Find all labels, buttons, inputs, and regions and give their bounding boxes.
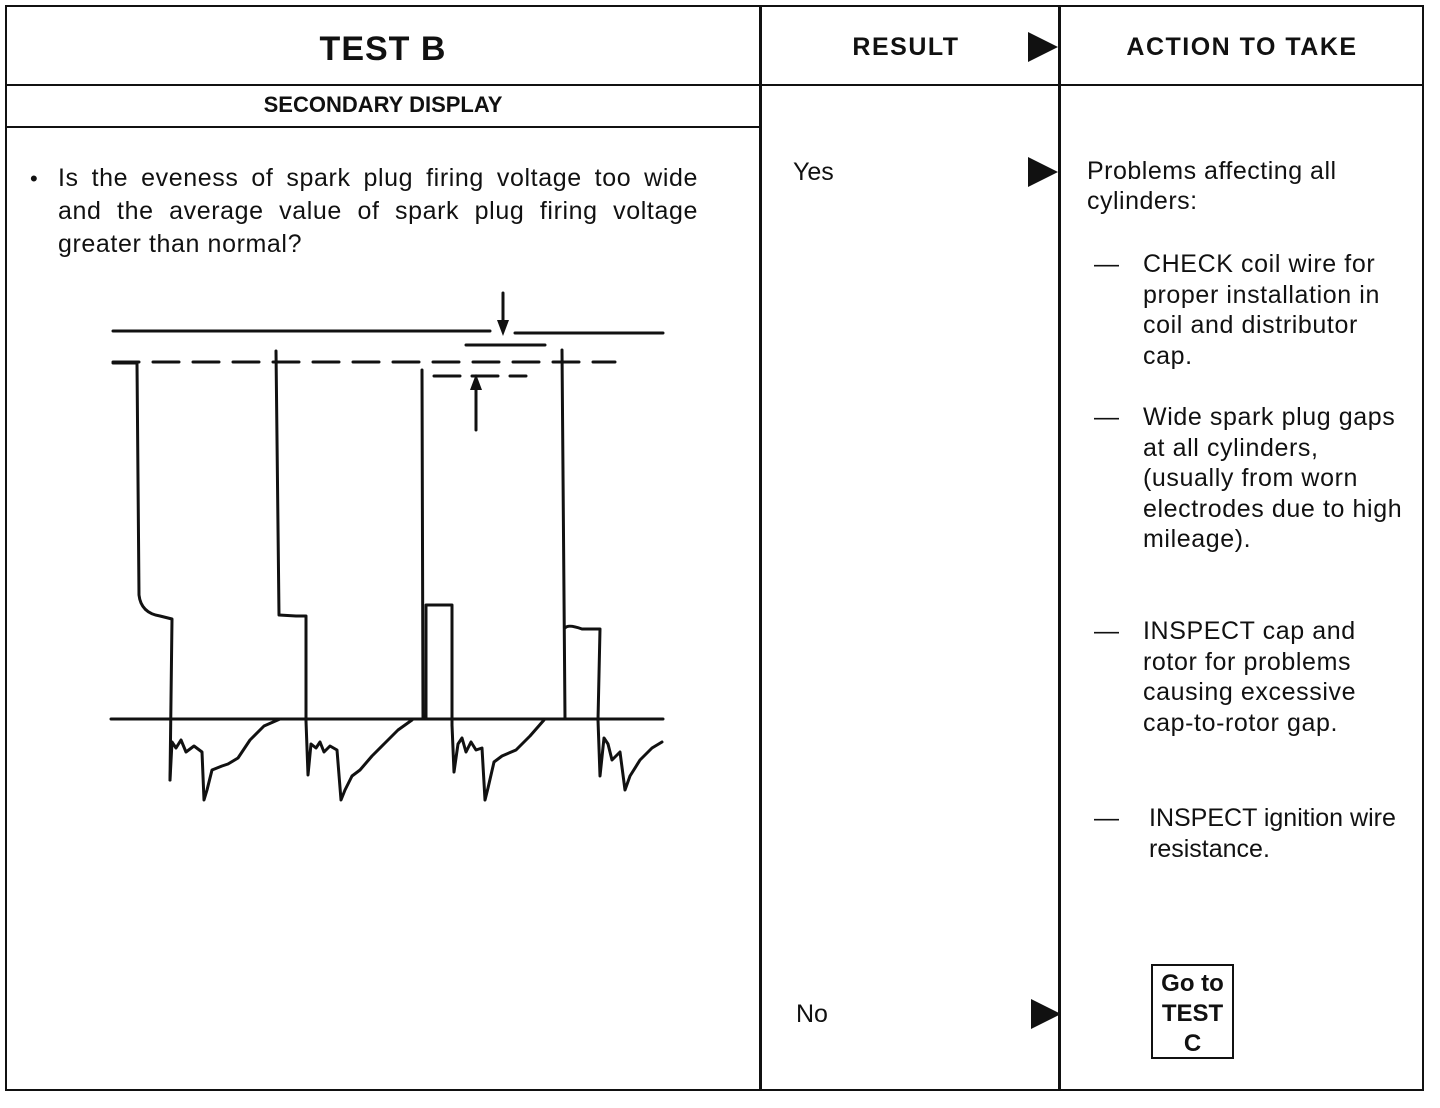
- dash-icon: —: [1094, 403, 1120, 431]
- oscillation-1: [168, 717, 282, 802]
- bullet-icon: •: [30, 166, 39, 191]
- test-title: TEST B: [319, 30, 447, 68]
- up-arrowhead-icon: [470, 374, 482, 390]
- oscillation-3: [450, 718, 546, 802]
- oscillation-4: [596, 718, 664, 792]
- action-item-text: Wide spark plug gaps at all cylinders, (…: [1143, 403, 1403, 553]
- cylinder-1-trace: [111, 361, 174, 782]
- oscillation-2: [304, 718, 414, 802]
- no-arrow-icon: [1031, 999, 1061, 1029]
- goto-test-c-box: Go to TEST C: [1151, 964, 1234, 1059]
- column-divider-left: [759, 5, 762, 1091]
- dash-icon: —: [1094, 617, 1120, 645]
- test-table-frame: [5, 5, 1424, 1091]
- down-arrowhead-icon: [497, 320, 509, 336]
- action-column-title: ACTION TO TAKE: [1126, 33, 1358, 61]
- cylinder-2-trace: [274, 349, 308, 723]
- dash-icon: —: [1094, 250, 1120, 278]
- goto-line-3: C: [1183, 1030, 1202, 1057]
- question-text: Is the eveness of spark plug firing volt…: [58, 164, 698, 258]
- dash-icon: —: [1094, 804, 1120, 832]
- action-item-text: INSPECT cap and rotor for problems causi…: [1143, 617, 1357, 737]
- subheader-rule: [5, 126, 761, 128]
- goto-line-1: Go to: [1161, 970, 1224, 997]
- result-no: No: [796, 1000, 828, 1028]
- action-item-text: CHECK coil wire for proper installation …: [1143, 250, 1380, 370]
- action-intro: Problems affecting all cylinders:: [1087, 157, 1337, 215]
- cylinder-3-trace: [420, 368, 454, 727]
- action-item-text: INSPECT ignition wire resistance.: [1149, 804, 1396, 863]
- header-rule: [5, 84, 1424, 86]
- cylinder-4-trace: [560, 348, 602, 722]
- result-yes: Yes: [793, 158, 834, 186]
- header-arrow-icon: [1028, 32, 1058, 62]
- yes-arrow-icon: [1028, 157, 1058, 187]
- section-title: SECONDARY DISPLAY: [263, 92, 503, 117]
- column-divider-right: [1058, 5, 1061, 1091]
- goto-line-2: TEST: [1161, 1000, 1224, 1027]
- result-column-title: RESULT: [852, 33, 960, 61]
